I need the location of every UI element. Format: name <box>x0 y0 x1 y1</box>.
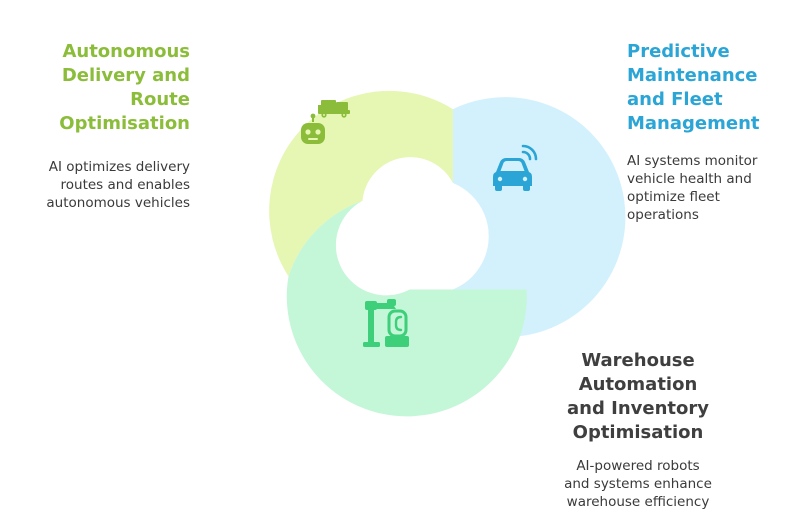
connected-car-icon <box>493 144 538 191</box>
warehouse-title-line: Optimisation <box>572 422 704 443</box>
warehouse-label-block: Warehouse Automation and Inventory Optim… <box>520 349 756 511</box>
delivery-title-line: Optimisation <box>59 113 190 134</box>
delivery-title-line: Route <box>130 89 190 110</box>
delivery-desc-line: autonomous vehicles <box>46 195 190 211</box>
maintenance-ring-segment <box>409 97 626 338</box>
maintenance-title-line: Management <box>627 113 760 134</box>
maintenance-label-block: Predictive Maintenance and Fleet Managem… <box>627 40 797 224</box>
maintenance-desc-line: operations <box>627 207 699 223</box>
delivery-desc-line: AI optimizes delivery <box>48 159 190 175</box>
warehouse-title-line: Warehouse <box>581 350 695 371</box>
delivery-description: AI optimizes delivery routes and enables… <box>20 158 190 212</box>
delivery-label-block: Autonomous Delivery and Route Optimisati… <box>20 40 190 212</box>
warehouse-desc-line: and systems enhance <box>564 476 712 492</box>
warehouse-title: Warehouse Automation and Inventory Optim… <box>520 349 756 445</box>
delivery-desc-line: routes and enables <box>60 177 190 193</box>
warehouse-ring-segment <box>286 200 527 417</box>
delivery-title-line: Autonomous <box>62 41 190 62</box>
maintenance-desc-line: vehicle health and <box>627 171 752 187</box>
maintenance-title-line: Maintenance <box>627 65 758 86</box>
warehouse-title-line: and Inventory <box>567 398 709 419</box>
warehouse-desc-line: AI-powered robots <box>576 458 700 474</box>
maintenance-description: AI systems monitor vehicle health and op… <box>627 152 797 224</box>
robotic-arm-icon <box>363 299 409 347</box>
maintenance-desc-line: AI systems monitor <box>627 153 758 169</box>
maintenance-title-line: and Fleet <box>627 89 723 110</box>
maintenance-desc-line: optimize fleet <box>627 189 720 205</box>
delivery-title: Autonomous Delivery and Route Optimisati… <box>20 40 190 136</box>
warehouse-title-line: Automation <box>578 374 698 395</box>
delivery-ring-segment <box>269 90 453 277</box>
robot-icon <box>301 113 325 144</box>
warehouse-description: AI-powered robots and systems enhance wa… <box>520 457 756 511</box>
delivery-title-line: Delivery and <box>61 65 190 86</box>
warehouse-desc-line: warehouse efficiency <box>566 494 710 510</box>
maintenance-title-line: Predictive <box>627 41 730 62</box>
truck-icon <box>318 100 350 118</box>
maintenance-title: Predictive Maintenance and Fleet Managem… <box>627 40 797 136</box>
